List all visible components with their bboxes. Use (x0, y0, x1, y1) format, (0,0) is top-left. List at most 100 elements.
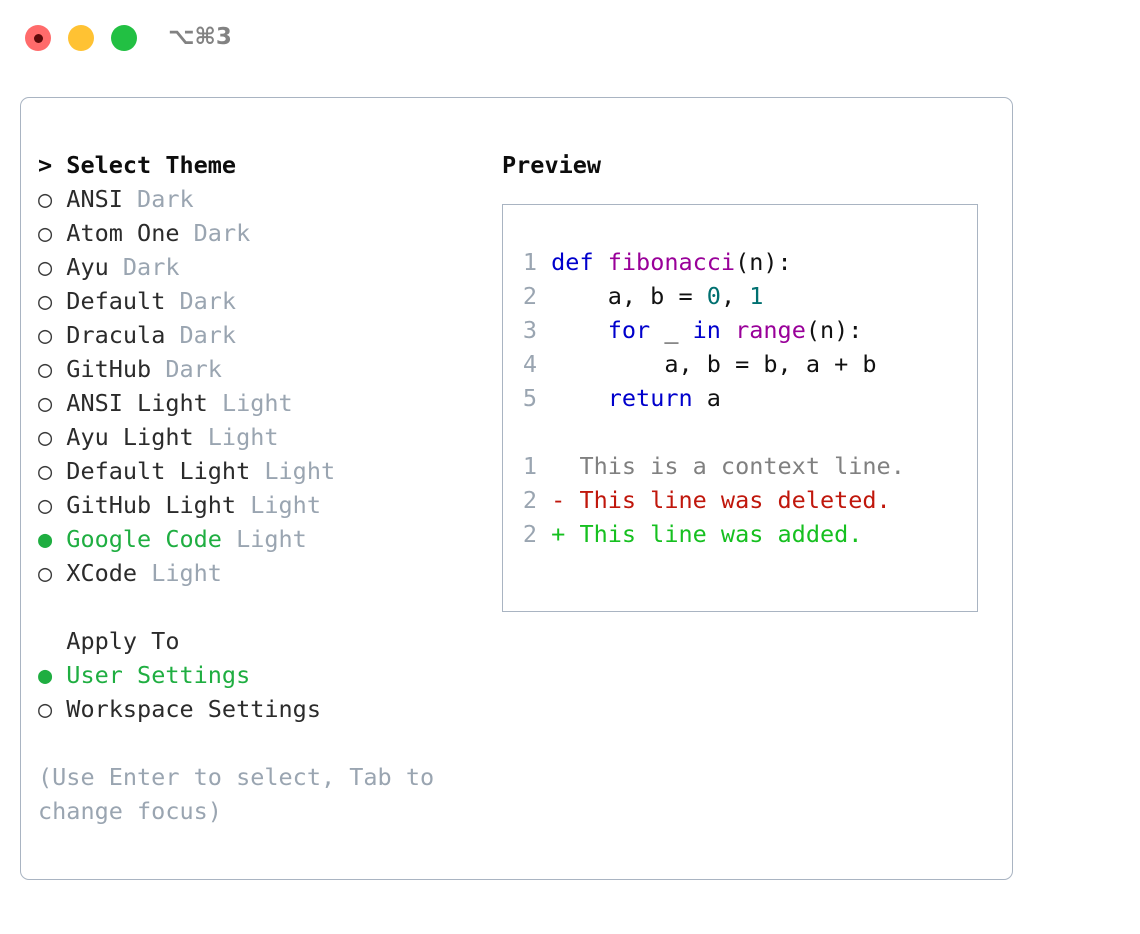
code-token: This is a context line. (537, 452, 905, 480)
theme-option-kind-badge: Light (236, 491, 321, 519)
code-token: - This line was deleted. (537, 486, 891, 514)
select-theme-header: > Select Theme (38, 151, 237, 179)
theme-option-default[interactable]: ○ Default Dark (38, 284, 478, 318)
theme-option-label: XCode (52, 559, 138, 587)
theme-option-github-light[interactable]: ○ GitHub Light Light (38, 488, 478, 522)
code-token: a, b = (537, 282, 707, 310)
theme-option-dracula[interactable]: ○ Dracula Dark (38, 318, 478, 352)
theme-option-label: Ayu Light (52, 423, 194, 451)
radio-unselected-icon: ○ (38, 457, 53, 485)
radio-selected-icon: ● (38, 525, 53, 553)
keyboard-shortcut-label: ⌥⌘3 (168, 24, 232, 50)
apply-to-header: Apply To (38, 627, 180, 655)
theme-option-ayu-light[interactable]: ○ Ayu Light Light (38, 420, 478, 454)
line-number: 1 (522, 452, 537, 480)
line-number: 2 (522, 520, 537, 548)
radio-unselected-icon: ○ (38, 423, 53, 451)
theme-option-ayu[interactable]: ○ Ayu Dark (38, 250, 478, 284)
theme-option-github[interactable]: ○ GitHub Dark (38, 352, 478, 386)
theme-option-list: ○ ANSI Dark○ Atom One Dark○ Ayu Dark○ De… (38, 182, 478, 590)
code-token: _ (650, 316, 693, 344)
theme-option-kind-badge: Light (250, 457, 336, 485)
theme-option-google-code[interactable]: ● Google Code Light (38, 522, 478, 556)
line-number: 2 (522, 282, 537, 310)
code-line: 2 - This line was deleted. (515, 483, 969, 517)
keyboard-hint-text: (Use Enter to select, Tab to change focu… (38, 763, 449, 825)
code-token: fibonacci (607, 248, 736, 276)
theme-option-label: Atom One (52, 219, 180, 247)
theme-option-atom-one[interactable]: ○ Atom One Dark (38, 216, 478, 250)
maximize-button-icon[interactable] (111, 25, 137, 51)
code-line: 3 for _ in range(n): (515, 313, 969, 347)
spacer (38, 590, 478, 624)
apply-to-option-user-settings[interactable]: ● User Settings (38, 658, 478, 692)
code-line: 4 a, b = b, a + b (515, 347, 969, 381)
apply-to-option-list: ● User Settings○ Workspace Settings (38, 658, 478, 726)
code-line: 2 a, b = 0, 1 (515, 279, 969, 313)
code-token: range (735, 316, 806, 344)
radio-unselected-icon: ○ (38, 695, 53, 723)
theme-option-kind-badge: Light (193, 423, 279, 451)
apply-to-option-label: Workspace Settings (52, 695, 321, 723)
apply-to-option-workspace-settings[interactable]: ○ Workspace Settings (38, 692, 478, 726)
radio-unselected-icon: ○ (38, 491, 53, 519)
code-token: for (607, 316, 651, 344)
theme-option-label: Dracula (52, 321, 166, 349)
minimize-button-icon[interactable] (68, 25, 94, 51)
code-token: in (692, 316, 721, 344)
theme-option-kind-badge: Light (207, 389, 293, 417)
close-button-icon[interactable] (25, 25, 51, 51)
radio-unselected-icon: ○ (38, 219, 53, 247)
diff-sample: 1 This is a context line.2 - This line w… (515, 449, 969, 551)
radio-unselected-icon: ○ (38, 559, 53, 587)
theme-option-ansi-light[interactable]: ○ ANSI Light Light (38, 386, 478, 420)
code-token: a (692, 384, 721, 412)
left-column: > Select Theme ○ ANSI Dark○ Atom One Dar… (38, 148, 478, 828)
radio-unselected-icon: ○ (38, 355, 53, 383)
theme-option-kind-badge: Dark (165, 287, 237, 315)
radio-unselected-icon: ○ (38, 287, 53, 315)
code-token: 0 (706, 282, 721, 310)
code-token: 1 (749, 282, 764, 310)
theme-option-kind-badge: Dark (179, 219, 251, 247)
theme-option-label: Ayu (52, 253, 109, 281)
theme-option-label: ANSI Light (52, 389, 208, 417)
theme-option-label: Default (52, 287, 166, 315)
line-number: 4 (522, 350, 537, 378)
theme-option-label: GitHub (52, 355, 152, 383)
theme-option-ansi[interactable]: ○ ANSI Dark (38, 182, 478, 216)
theme-option-xcode[interactable]: ○ XCode Light (38, 556, 478, 590)
theme-option-default-light[interactable]: ○ Default Light Light (38, 454, 478, 488)
theme-option-kind-badge: Light (137, 559, 222, 587)
preview-header: Preview (502, 151, 602, 179)
code-diff-separator (515, 415, 969, 449)
right-column: Preview 1 def fibonacci(n):2 a, b = 0, 1… (502, 148, 992, 612)
theme-option-kind-badge: Dark (108, 253, 180, 281)
code-token: , (720, 282, 750, 310)
code-line: 2 + This line was added. (515, 517, 969, 551)
line-number: 2 (522, 486, 537, 514)
code-line: 5 return a (515, 381, 969, 415)
main-panel: > Select Theme ○ ANSI Dark○ Atom One Dar… (20, 97, 1013, 880)
theme-option-kind-badge: Dark (165, 321, 237, 349)
code-token: + This line was added. (537, 520, 863, 548)
theme-option-kind-badge: Dark (151, 355, 222, 383)
theme-option-label: Google Code (52, 525, 222, 553)
theme-option-label: GitHub Light (52, 491, 237, 519)
code-token: return (607, 384, 693, 412)
code-line: 1 This is a context line. (515, 449, 969, 483)
radio-unselected-icon: ○ (38, 185, 53, 213)
title-bar: ⌥⌘3 (0, 0, 1140, 78)
radio-unselected-icon: ○ (38, 253, 53, 281)
code-token: a, b = b, a + b (537, 350, 877, 378)
apply-to-option-label: User Settings (52, 661, 251, 689)
code-line: 1 def fibonacci(n): (515, 245, 969, 279)
spacer-2 (38, 726, 478, 760)
theme-option-kind-badge: Light (221, 525, 307, 553)
line-number: 5 (522, 384, 537, 412)
code-token: (n): (805, 316, 863, 344)
theme-option-kind-badge: Dark (122, 185, 194, 213)
